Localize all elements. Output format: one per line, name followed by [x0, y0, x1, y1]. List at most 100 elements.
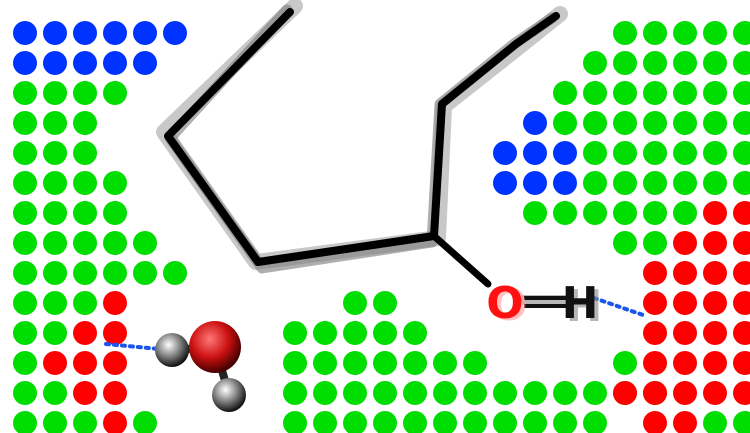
- green-dot: [613, 171, 637, 195]
- red-dot: [643, 351, 667, 375]
- red-dot: [103, 411, 127, 433]
- green-dot: [43, 201, 67, 225]
- hydroxyl-bond: [430, 232, 492, 288]
- green-dot: [583, 171, 607, 195]
- green-dot: [73, 261, 97, 285]
- green-dot: [43, 381, 67, 405]
- green-dot: [613, 141, 637, 165]
- green-dot: [343, 411, 367, 433]
- red-dot: [733, 231, 750, 255]
- green-dot: [733, 171, 750, 195]
- green-dot: [13, 351, 37, 375]
- blue-dot: [523, 171, 547, 195]
- green-dot: [673, 141, 697, 165]
- green-dot: [103, 201, 127, 225]
- green-dot: [493, 381, 517, 405]
- red-dot: [673, 291, 697, 315]
- red-dot: [73, 351, 97, 375]
- green-dot: [43, 171, 67, 195]
- blue-dot: [13, 51, 37, 75]
- green-dot: [133, 231, 157, 255]
- green-dot: [643, 141, 667, 165]
- green-dot: [553, 111, 577, 135]
- green-dot: [523, 381, 547, 405]
- water-molecule-icon: [155, 321, 246, 412]
- green-dot: [13, 141, 37, 165]
- hydrogen-bond-line: [592, 296, 648, 318]
- green-dot: [613, 351, 637, 375]
- blue-dot: [73, 21, 97, 45]
- red-dot: [703, 261, 727, 285]
- green-dot: [643, 51, 667, 75]
- green-dot: [403, 411, 427, 433]
- green-dot: [583, 141, 607, 165]
- red-dot: [733, 201, 750, 225]
- green-dot: [403, 381, 427, 405]
- green-dot: [703, 141, 727, 165]
- green-dot: [13, 111, 37, 135]
- blue-dot: [523, 111, 547, 135]
- green-dot: [463, 411, 487, 433]
- blue-dot: [163, 21, 187, 45]
- green-dot: [613, 81, 637, 105]
- green-dot: [313, 321, 337, 345]
- red-dot: [643, 411, 667, 433]
- green-dot: [313, 411, 337, 433]
- green-dot: [493, 411, 517, 433]
- red-dot: [733, 321, 750, 345]
- green-dot: [13, 231, 37, 255]
- blue-dot: [43, 51, 67, 75]
- green-dot: [673, 81, 697, 105]
- red-dot: [73, 321, 97, 345]
- green-dot: [403, 321, 427, 345]
- water-hydrogen-atom: [212, 378, 246, 412]
- blue-dot: [73, 51, 97, 75]
- green-dot: [283, 381, 307, 405]
- green-dot: [103, 171, 127, 195]
- green-dot: [643, 21, 667, 45]
- green-dot: [73, 141, 97, 165]
- blue-dot: [493, 141, 517, 165]
- green-dot: [343, 381, 367, 405]
- green-dot: [433, 411, 457, 433]
- green-dot: [733, 81, 750, 105]
- green-dot: [703, 81, 727, 105]
- green-dot: [163, 261, 187, 285]
- green-dot: [643, 81, 667, 105]
- green-dot: [613, 21, 637, 45]
- blue-dot: [523, 141, 547, 165]
- green-dot: [583, 51, 607, 75]
- red-dot: [73, 381, 97, 405]
- green-dot: [373, 321, 397, 345]
- green-dot: [733, 51, 750, 75]
- green-dot: [283, 411, 307, 433]
- green-dot: [703, 51, 727, 75]
- ligand-bond-shadow: [156, 0, 568, 270]
- green-dot: [103, 231, 127, 255]
- red-dot: [733, 351, 750, 375]
- blue-dot: [553, 141, 577, 165]
- green-dot: [673, 171, 697, 195]
- green-dot: [673, 111, 697, 135]
- red-dot: [703, 321, 727, 345]
- green-dot: [13, 171, 37, 195]
- green-dot: [733, 411, 750, 433]
- green-dot: [13, 321, 37, 345]
- red-dot: [703, 231, 727, 255]
- green-dot: [283, 321, 307, 345]
- green-dot: [673, 51, 697, 75]
- green-dot: [343, 351, 367, 375]
- green-dot: [313, 381, 337, 405]
- green-dot: [463, 381, 487, 405]
- green-dot: [103, 261, 127, 285]
- green-dot: [43, 231, 67, 255]
- green-dot: [553, 201, 577, 225]
- blue-dot: [103, 51, 127, 75]
- red-dot: [703, 201, 727, 225]
- green-dot: [43, 81, 67, 105]
- red-dot: [643, 291, 667, 315]
- red-dot: [703, 381, 727, 405]
- green-dot: [13, 291, 37, 315]
- red-dot: [643, 261, 667, 285]
